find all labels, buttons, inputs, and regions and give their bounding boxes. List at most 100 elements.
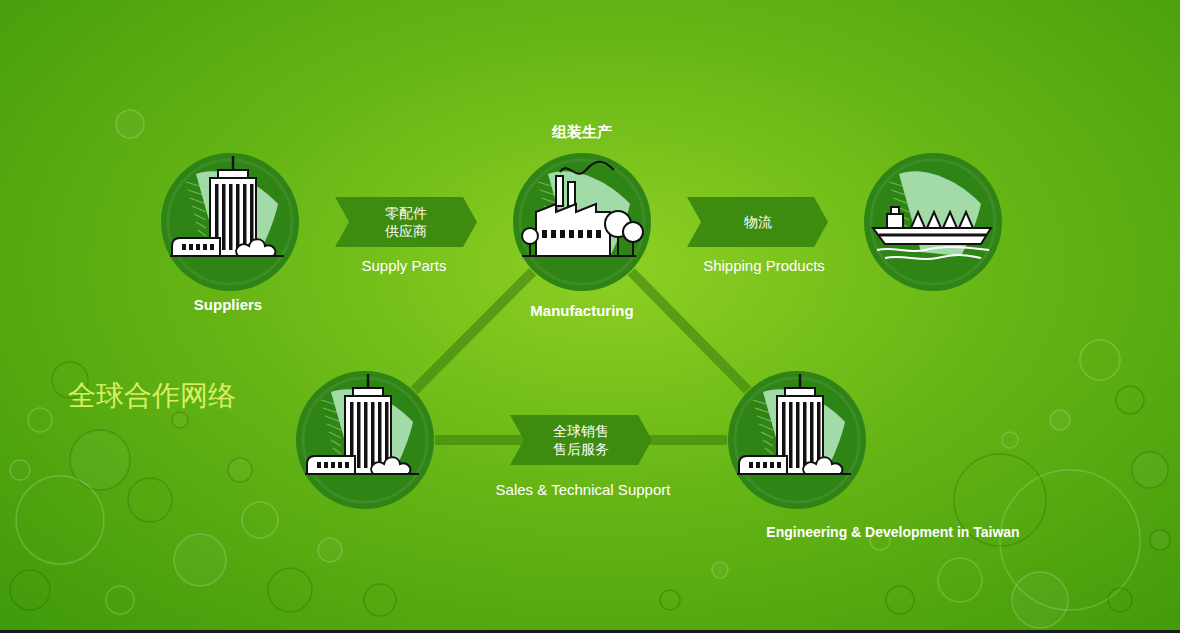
link-line	[631, 272, 748, 390]
bubble-decoration	[228, 458, 252, 482]
partner-circle	[863, 152, 1003, 292]
node-icon	[305, 374, 419, 474]
circle-ring	[735, 378, 859, 502]
bubble-decoration	[172, 412, 188, 428]
water-line	[877, 247, 989, 251]
window	[551, 230, 556, 238]
circle-ring	[520, 160, 644, 284]
circle-shape	[512, 152, 652, 292]
tree-trunk	[617, 237, 619, 256]
label-slot: Shipping Products	[703, 257, 825, 274]
hull-stripe	[879, 234, 987, 237]
fan-line	[325, 416, 341, 422]
window	[317, 462, 321, 468]
tower-stripe	[236, 184, 240, 250]
fan-line	[761, 432, 773, 438]
bubble-decoration	[174, 534, 226, 586]
chevron-label: 物流	[744, 213, 772, 231]
tower-stripe	[364, 402, 368, 468]
bubble-decoration	[1150, 530, 1170, 550]
node-label-slot: Engineering & Development in Taiwan	[766, 524, 1019, 540]
bubble-decoration	[660, 590, 680, 610]
window	[777, 462, 781, 468]
chevron-label: 全球销售 售后服务	[551, 422, 611, 458]
node-icon	[873, 171, 991, 259]
window	[596, 230, 601, 238]
window	[587, 230, 592, 238]
chevron-arrow	[510, 415, 652, 465]
cloud-shape	[803, 457, 842, 474]
bubble-decoration	[10, 570, 50, 610]
ship-cabin	[887, 214, 903, 228]
fan-line	[327, 424, 341, 430]
partner-circle: Engineering & Development in Taiwan	[727, 370, 867, 510]
node-icon	[170, 156, 284, 256]
circle-ring	[871, 160, 995, 284]
tree-crown	[623, 222, 643, 242]
bubble-decoration	[1012, 572, 1068, 628]
water-line	[885, 255, 981, 259]
node-icon	[737, 374, 851, 474]
low-block	[172, 238, 220, 256]
antenna	[799, 374, 802, 388]
circle-fill	[513, 153, 651, 291]
fan-line	[198, 230, 206, 236]
fan-line	[192, 206, 206, 212]
cloud-shape	[236, 239, 275, 256]
bubble-decoration	[128, 478, 172, 522]
fan-line	[763, 440, 773, 446]
edge-label-slot: 零配件 供应商	[383, 204, 429, 240]
ground-line	[170, 255, 284, 257]
flow-connector	[631, 272, 748, 390]
fan-line	[196, 222, 206, 228]
fan-line	[321, 400, 341, 406]
low-block	[307, 456, 355, 474]
bubble-decoration	[318, 538, 342, 562]
window	[560, 230, 565, 238]
window	[331, 462, 335, 468]
ground-line	[522, 255, 636, 257]
chevron-arrow	[687, 197, 828, 247]
tower-stripe	[789, 402, 793, 468]
title-slot: 全球合作网络	[68, 377, 236, 415]
partner-circle: 组装生产Manufacturing	[512, 152, 652, 292]
flow-caption: Shipping Products	[703, 257, 825, 274]
window	[749, 462, 753, 468]
edge-label-slot: 物流	[744, 213, 772, 231]
circle-fill	[864, 153, 1002, 291]
window	[182, 244, 186, 250]
ship-bridge	[891, 207, 899, 214]
ship-crane	[927, 212, 941, 228]
tower-stripe	[371, 402, 375, 468]
node-heading: 组装生产	[552, 123, 612, 142]
chimney	[556, 176, 563, 206]
ship-crane	[959, 212, 973, 228]
circle-shape	[295, 370, 435, 510]
edge-label-slot: 全球销售 售后服务	[551, 422, 611, 458]
bubble-decoration	[52, 362, 88, 398]
diagram-title: 全球合作网络	[68, 377, 236, 415]
tower-top	[353, 388, 383, 396]
fan-line	[759, 424, 773, 430]
bubble-decoration	[10, 460, 30, 480]
bubble-decoration	[28, 408, 52, 432]
tree-trunk	[529, 244, 531, 256]
low-block	[739, 456, 787, 474]
ground-line	[737, 473, 851, 475]
node-label-slot: Suppliers	[194, 296, 262, 313]
circle-ring	[168, 160, 292, 284]
node-label-slot: 组装生产	[552, 123, 612, 142]
node-label: Suppliers	[194, 296, 262, 313]
tree-crown	[522, 228, 538, 244]
window	[770, 462, 774, 468]
flow-caption: Sales & Technical Support	[496, 481, 671, 498]
link-line	[414, 272, 532, 391]
ship-hull	[873, 228, 991, 244]
bubble-decoration	[16, 476, 104, 564]
tower-top	[218, 170, 248, 178]
fan-line	[333, 448, 341, 454]
label-slot: Supply Parts	[361, 257, 446, 274]
fan-line	[194, 214, 206, 220]
